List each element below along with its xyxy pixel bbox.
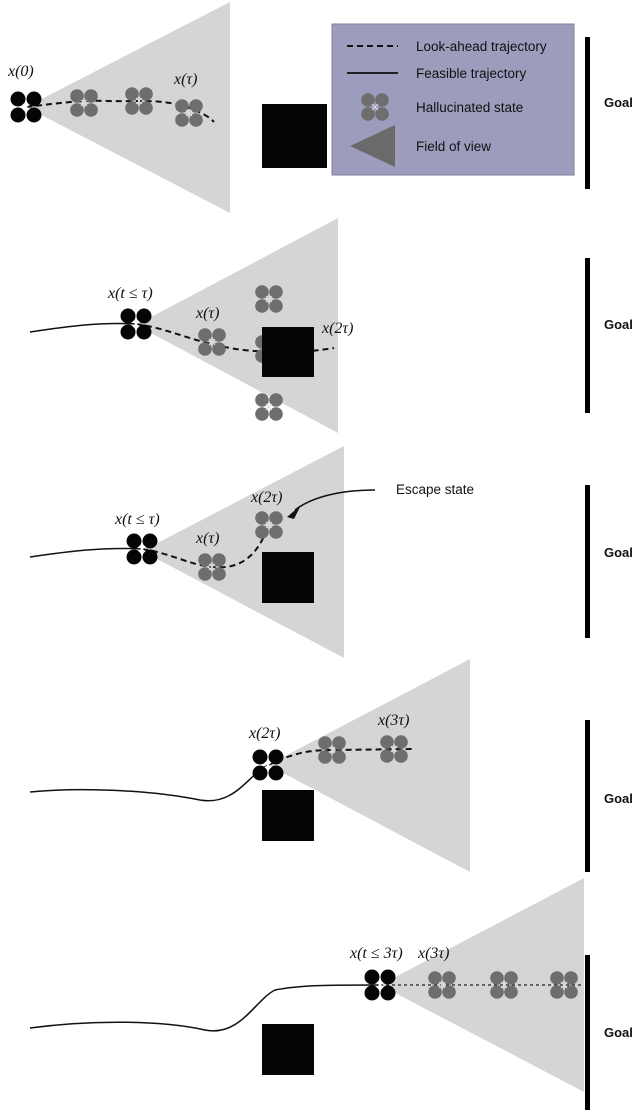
state-label: x(3τ) <box>417 945 449 962</box>
field-of-view <box>136 218 338 433</box>
goal-label: Goal <box>604 545 633 560</box>
legend: Look-ahead trajectory Feasible trajector… <box>331 23 575 176</box>
feasible-trajectory <box>29 547 143 558</box>
goal-line <box>585 37 590 189</box>
callout-arrow <box>294 489 376 511</box>
goal-line <box>585 485 590 638</box>
state-label: x(2τ) <box>248 725 280 742</box>
state-label: x(t ≤ τ) <box>114 511 160 528</box>
field-of-view <box>268 659 470 872</box>
obstacle <box>262 552 314 603</box>
panel-4: x(2τ) x(3τ) Goal <box>29 659 633 872</box>
state-label: x(2τ) <box>250 489 282 506</box>
legend-fov-label: Field of view <box>416 139 491 154</box>
field-of-view <box>142 446 344 658</box>
state-label: x(τ) <box>195 530 219 547</box>
escape-state-label: Escape state <box>396 482 474 497</box>
legend-feasible-label: Feasible trajectory <box>416 66 527 81</box>
legend-lookahead-label: Look-ahead trajectory <box>416 39 547 54</box>
panel-1: x(0) x(τ) Look-ahead trajectory Feasible… <box>7 2 633 213</box>
goal-label: Goal <box>604 1025 633 1040</box>
goal-line <box>585 258 590 413</box>
feasible-trajectory <box>29 322 137 333</box>
goal-line <box>585 720 590 872</box>
panel-3: x(t ≤ τ) x(τ) x(2τ) Escape state Goal <box>29 446 633 658</box>
obstacle <box>262 790 314 841</box>
panel-5: x(t ≤ 3τ) x(3τ) Goal <box>29 878 633 1110</box>
panel-2: x(t ≤ τ) x(τ) x(2τ) Goal <box>29 218 633 433</box>
state-label: x(0) <box>7 63 34 80</box>
feasible-trajectory <box>29 984 381 1032</box>
feasible-trajectory <box>29 764 269 802</box>
callout-arrowhead <box>287 505 301 519</box>
goal-label: Goal <box>604 95 633 110</box>
obstacle <box>262 104 327 168</box>
state-label: x(2τ) <box>321 320 353 337</box>
state-label: x(3τ) <box>377 712 409 729</box>
goal-line <box>585 955 590 1110</box>
lookahead-trajectory <box>267 748 416 766</box>
goal-label: Goal <box>604 317 633 332</box>
goal-label: Goal <box>604 791 633 806</box>
hallucinated-quadrotor-icon <box>254 392 284 422</box>
lookahead-trajectory <box>25 99 215 123</box>
legend-hallucinated-label: Hallucinated state <box>416 100 523 115</box>
obstacle <box>262 1024 314 1075</box>
state-label: x(τ) <box>195 305 219 322</box>
state-label: x(τ) <box>173 71 197 88</box>
field-of-view-triangle-icon <box>350 125 395 167</box>
obstacle <box>262 327 314 377</box>
state-label: x(t ≤ 3τ) <box>349 945 403 962</box>
state-label: x(t ≤ τ) <box>107 285 153 302</box>
